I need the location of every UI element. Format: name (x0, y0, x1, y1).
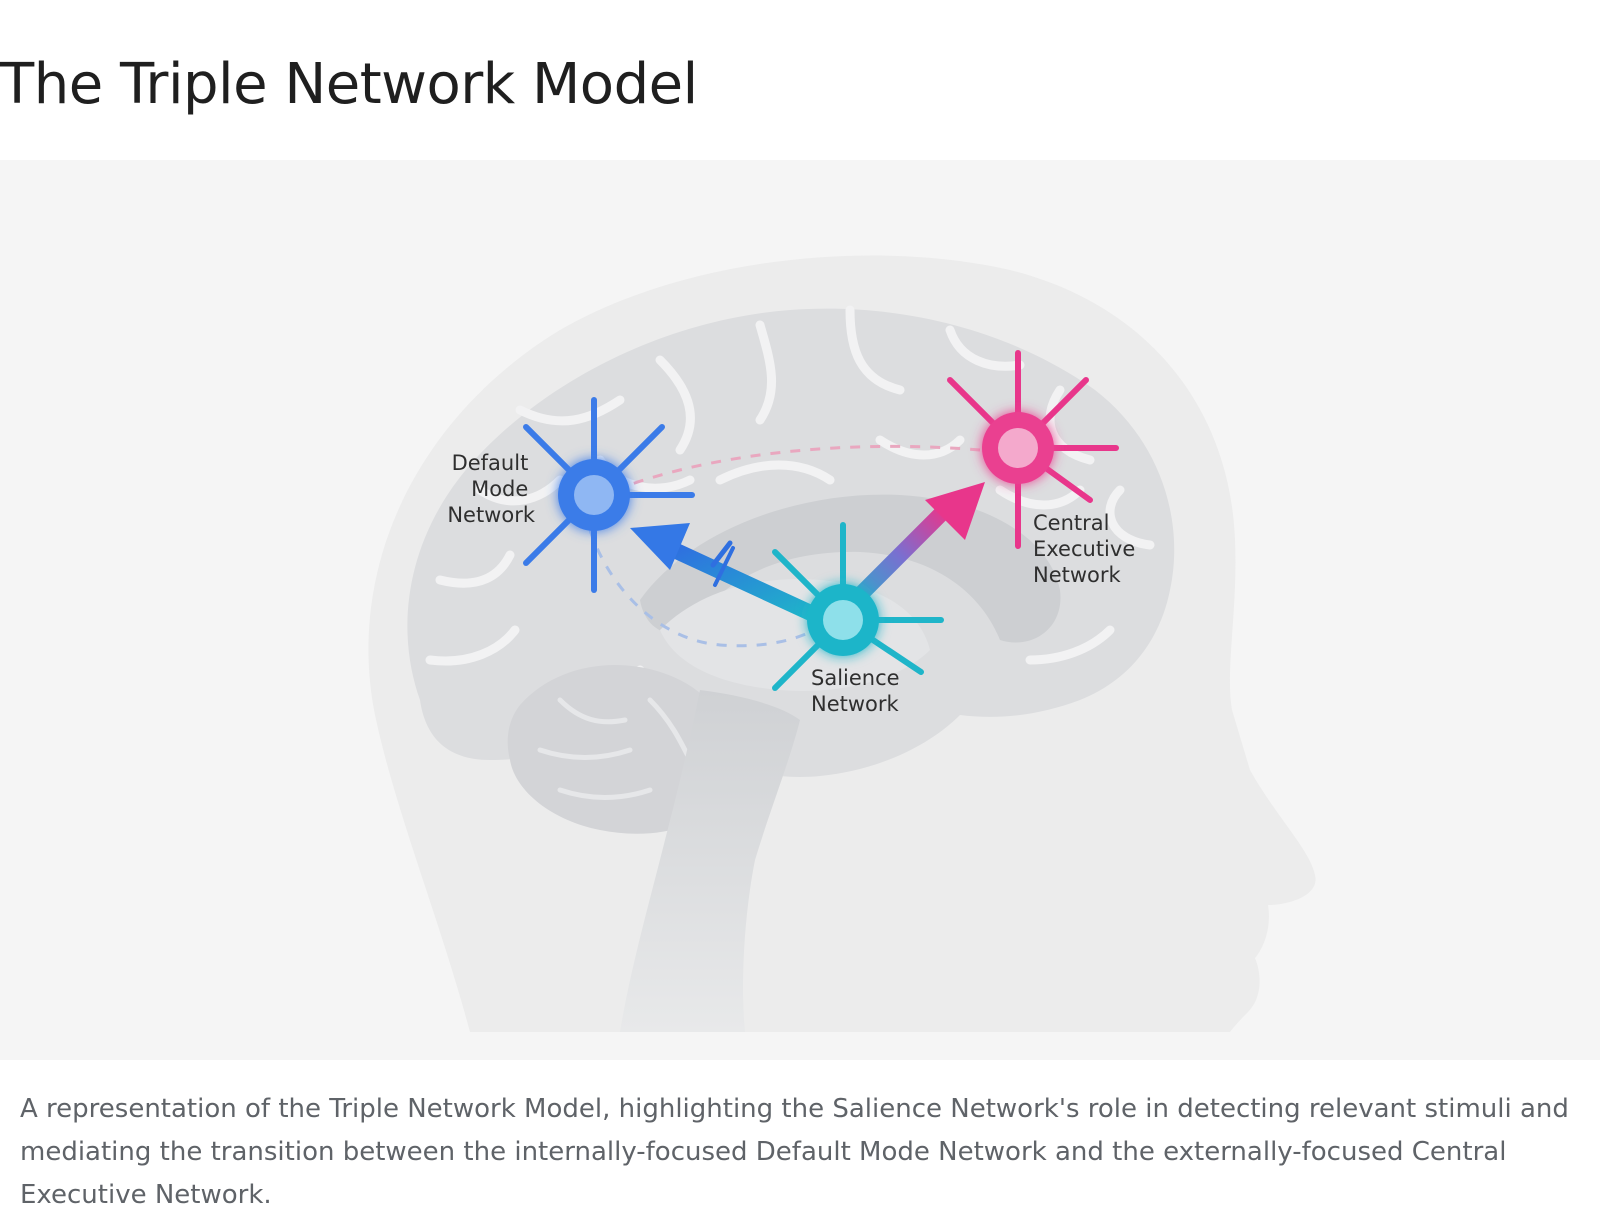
neuron-icon (772, 522, 944, 691)
dashed-link-dmn-cen (614, 444, 981, 492)
diagram-canvas: Default Mode Network Central Executive N… (368, 255, 1316, 1033)
neuron-icon (523, 397, 695, 593)
dashed-link-dmn-sn (588, 529, 816, 648)
salience-label: Salience Network (811, 666, 906, 716)
page-title: The Triple Network Model (0, 52, 698, 117)
brainstem-shape (620, 690, 800, 1032)
corpus-callosum (640, 494, 1061, 643)
triple-network-diagram: Default Mode Network Central Executive N… (0, 160, 1600, 1060)
dmn-label: Default Mode Network (447, 451, 536, 527)
neuron-icon (947, 350, 1119, 549)
cen-label: Central Executive Network (1033, 511, 1142, 587)
arrow-salience-to-dmn (630, 523, 823, 623)
figure-caption: A representation of the Triple Network M… (20, 1094, 1569, 1210)
